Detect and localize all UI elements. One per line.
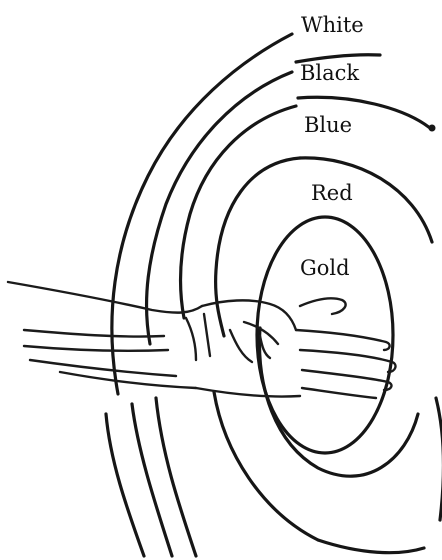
label-gold: Gold <box>300 256 350 280</box>
ring-red-inner <box>259 328 418 476</box>
ring-gold <box>257 217 393 453</box>
hand-illustration <box>8 282 395 398</box>
label-white: White <box>301 13 364 37</box>
ring-white <box>106 34 292 556</box>
label-red: Red <box>311 181 353 205</box>
label-black: Black <box>300 61 359 85</box>
label-blue: Blue <box>304 113 352 137</box>
